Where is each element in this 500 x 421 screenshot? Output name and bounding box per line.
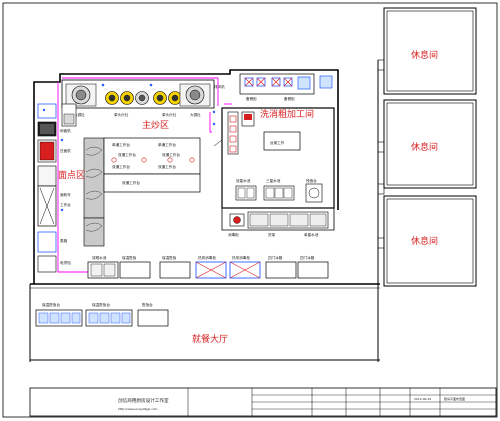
stir-fry-2-label: 单头炒灶 bbox=[162, 112, 177, 117]
exhaust-label: 排风机 bbox=[214, 84, 225, 89]
big-wok-2-label: 大锅灶 bbox=[190, 112, 201, 117]
noodle-2-label: 压面机 bbox=[60, 148, 71, 153]
wash-3-label: 残食台 bbox=[306, 178, 317, 183]
noodle-label: 面点区 bbox=[58, 170, 85, 181]
wash-6-label: 单星水池 bbox=[304, 232, 319, 237]
title-block: 创信商用厨房设计工作室 http://www.ecsystkjgl.com 20… bbox=[29, 387, 497, 417]
wash-2-label: 三星水池 bbox=[266, 178, 281, 183]
line-2-label: 保温售饭 bbox=[122, 255, 137, 260]
dining-counters: 保温售饭台 保温售饭台 售饭台 就餐大厅 bbox=[35, 302, 228, 345]
water-lines bbox=[57, 77, 232, 273]
prep-3-label: 双通工作台 bbox=[118, 152, 136, 157]
drawing-date: 2012.06.29 bbox=[414, 397, 431, 401]
rest-rooms: 休息间 休息间 休息间 bbox=[377, 7, 477, 287]
noodle-area: 和面机 压面机 面粉车 工作台 蒸箱 电饼铛 面点区 bbox=[37, 103, 85, 273]
wash-table-label: 台案工作 bbox=[270, 140, 285, 145]
cooking-line: 大锅灶 单头炒灶 单头炒灶 大锅灶 排风机 bbox=[61, 79, 225, 117]
noodle-5-label: 蒸箱 bbox=[60, 238, 68, 243]
line-1-label: 双眼水池 bbox=[92, 255, 107, 260]
noodle-4-label: 工作台 bbox=[60, 202, 71, 207]
big-wok-1 bbox=[65, 83, 97, 107]
noodle-6-label: 电饼铛 bbox=[60, 260, 71, 265]
counter-3-label: 售饭台 bbox=[142, 302, 153, 307]
rest-room-1-label: 休息间 bbox=[411, 49, 438, 61]
wash-1-label: 双星水池 bbox=[236, 178, 251, 183]
hot-cabinets: 备餐柜 备餐柜 bbox=[239, 73, 333, 101]
dining-hall-label: 就餐大厅 bbox=[192, 333, 228, 345]
prep-2-label: 单通工作台 bbox=[158, 142, 176, 147]
big-wok-1-label: 大锅灶 bbox=[74, 112, 85, 117]
kitchen-walls bbox=[29, 60, 380, 362]
rest-room-2-label: 休息间 bbox=[411, 141, 438, 153]
counter-1-label: 保温售饭台 bbox=[42, 302, 60, 307]
prep-7-label: 双通工作台 bbox=[122, 180, 140, 185]
sink-top-1-label: 备餐柜 bbox=[246, 96, 257, 101]
sink-top-2-label: 备餐柜 bbox=[284, 96, 295, 101]
prep-6-label: 双通工作台 bbox=[158, 164, 176, 169]
markers bbox=[42, 108, 216, 212]
studio-name: 创信商用厨房设计工作室 bbox=[118, 397, 169, 404]
prep-4-label: 双通工作台 bbox=[162, 152, 180, 157]
line-6-label: 四门冰箱 bbox=[268, 255, 283, 260]
prep-tables: 单通工作台 单通工作台 双通工作台 双通工作台 双通工作台 双通工作台 双通工作… bbox=[83, 119, 201, 247]
washing-room-label: 洗消粗加工间 bbox=[260, 108, 314, 120]
counter-2-label: 保温售饭台 bbox=[92, 302, 110, 307]
big-wok-2 bbox=[179, 83, 211, 107]
rest-room-3-label: 休息间 bbox=[411, 235, 438, 247]
service-line: 双眼水池 保温售饭 保温售饭 热风消毒柜 热风消毒柜 四门冰箱 四门冰箱 bbox=[87, 255, 329, 279]
wash-5-label: 货架 bbox=[268, 232, 276, 237]
prep-1-label: 单通工作台 bbox=[112, 142, 130, 147]
stir-fry-1 bbox=[105, 91, 149, 105]
noodle-3-label: 面粉车 bbox=[60, 192, 71, 197]
main-cooking-label: 主炒区 bbox=[142, 119, 169, 131]
line-5-label: 热风消毒柜 bbox=[232, 255, 250, 260]
washing-room-equipment: 洗消粗加工间 台案工作 双星水池 三星水池 残食台 消毒柜 货架 单星水池 bbox=[227, 108, 329, 237]
line-7-label: 四门冰箱 bbox=[300, 255, 315, 260]
drawing-project: 厨房平面布置图 bbox=[444, 396, 465, 401]
stir-fry-1-label: 单头炒灶 bbox=[114, 112, 129, 117]
prep-5-label: 双通工作台 bbox=[112, 164, 130, 169]
studio-url: http://www.ecsystkjgl.com bbox=[118, 407, 158, 411]
wash-4-label: 消毒柜 bbox=[228, 232, 239, 237]
noodle-1-label: 和面机 bbox=[60, 128, 71, 133]
line-4-label: 热风消毒柜 bbox=[198, 255, 216, 260]
line-3-label: 保温售饭 bbox=[162, 255, 177, 260]
